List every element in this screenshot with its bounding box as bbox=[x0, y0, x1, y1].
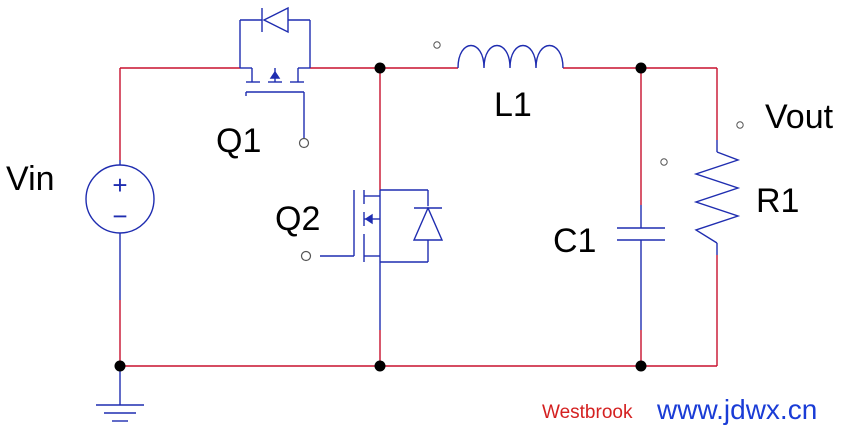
q1-gate-terminal[interactable] bbox=[298, 137, 310, 149]
node-switch bbox=[374, 62, 386, 74]
r1-zigzag bbox=[693, 151, 741, 244]
q1-diode-triangle bbox=[262, 6, 289, 34]
node-ground-right bbox=[635, 360, 647, 372]
q1-body-arrow bbox=[269, 70, 281, 79]
l1-inductor bbox=[457, 44, 564, 69]
watermark-brand: Westbrook bbox=[542, 402, 633, 423]
c1-dot-marker bbox=[660, 158, 668, 166]
q2-diode-triangle bbox=[412, 206, 444, 241]
vout-dot-marker bbox=[736, 121, 744, 129]
vin-source: + − bbox=[85, 164, 155, 234]
watermark-url: www.jdwx.cn bbox=[656, 394, 817, 425]
vin-minus-sign: − bbox=[112, 201, 127, 231]
c1-capacitor bbox=[617, 227, 665, 241]
l1-label: L1 bbox=[494, 86, 532, 124]
vin-label: Vin bbox=[6, 160, 55, 198]
l1-dot-marker bbox=[433, 41, 441, 49]
wires bbox=[119, 67, 718, 367]
q1-mosfet bbox=[239, 6, 311, 138]
node-ground-mid bbox=[374, 360, 386, 372]
ground-symbol bbox=[96, 366, 144, 422]
q2-body-arrow bbox=[364, 213, 373, 225]
q2-label: Q2 bbox=[275, 200, 320, 238]
r1-label: R1 bbox=[756, 182, 799, 220]
q2-mosfet bbox=[320, 189, 444, 263]
r1-resistor bbox=[693, 151, 741, 244]
component-leads bbox=[119, 140, 718, 330]
vin-source-circle bbox=[85, 164, 155, 234]
vin-plus-sign: + bbox=[112, 170, 127, 200]
junction-nodes bbox=[114, 62, 647, 372]
c1-label: C1 bbox=[553, 222, 596, 260]
q2-gate-terminal[interactable] bbox=[300, 250, 312, 262]
q1-label: Q1 bbox=[216, 122, 261, 160]
l1-coil bbox=[457, 44, 564, 69]
vout-label: Vout bbox=[765, 98, 834, 136]
node-output bbox=[635, 62, 647, 74]
node-ground-left bbox=[114, 360, 126, 372]
